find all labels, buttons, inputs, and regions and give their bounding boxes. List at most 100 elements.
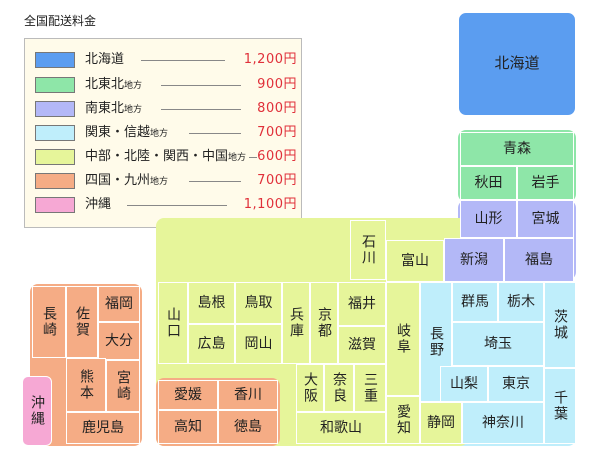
pref-kochi[interactable]: 高知 [158, 410, 218, 444]
pref-fukushima[interactable]: 福島 [504, 238, 574, 282]
pref-label: 京都 [316, 307, 333, 339]
legend-price: 700円 [257, 125, 297, 140]
pref-ishikawa[interactable]: 石川 [350, 220, 386, 280]
legend-row-shikoku: 四国・九州地方 700円 [35, 172, 297, 190]
legend-price: 800円 [257, 101, 297, 116]
legend-region-name: 四国・九州地方 [85, 173, 169, 188]
legend-leader-line [161, 85, 241, 86]
pref-hokkaido[interactable]: 北海道 [458, 12, 576, 116]
pref-label: 大阪 [302, 372, 319, 404]
pref-label: 北海道 [494, 54, 540, 73]
legend-swatch [35, 125, 75, 141]
pref-okayama[interactable]: 岡山 [235, 324, 282, 364]
pref-label: 岩手 [531, 174, 560, 191]
pref-label: 鹿児島 [82, 419, 124, 436]
pref-label: 山口 [165, 307, 182, 339]
pref-shizuoka[interactable]: 静岡 [420, 402, 462, 444]
pref-kagoshima[interactable]: 鹿児島 [66, 412, 140, 444]
pref-label: 福岡 [105, 295, 133, 312]
legend-swatch [35, 149, 75, 165]
legend-leader-line [141, 60, 225, 61]
pref-label: 石川 [360, 234, 377, 266]
legend-row-okinawa: 沖縄 1,100円 [35, 196, 297, 214]
pref-kagawa[interactable]: 香川 [218, 380, 278, 410]
legend-price: 1,200円 [243, 52, 297, 67]
pref-osaka[interactable]: 大阪 [296, 364, 324, 412]
pref-label: 新潟 [460, 251, 488, 268]
pref-hiroshima[interactable]: 広島 [188, 324, 235, 364]
pref-label: 埼玉 [484, 335, 512, 352]
pref-gunma[interactable]: 群馬 [452, 282, 498, 322]
pref-wakayama[interactable]: 和歌山 [296, 412, 386, 444]
pref-tokyo[interactable]: 東京 [488, 366, 544, 402]
pref-tokushima[interactable]: 徳島 [218, 410, 278, 444]
pref-kanagawa[interactable]: 神奈川 [462, 402, 544, 444]
legend-region-name: 南東北地方 [85, 101, 143, 116]
pref-toyama[interactable]: 富山 [386, 240, 444, 282]
pref-yamagata[interactable]: 山形 [460, 200, 517, 238]
legend-leader-line [127, 205, 227, 206]
pref-yamanashi[interactable]: 山梨 [440, 366, 488, 402]
pref-miyazaki[interactable]: 宮崎 [106, 360, 140, 412]
pref-tottori[interactable]: 鳥取 [235, 282, 282, 324]
pref-label: 滋賀 [348, 336, 376, 353]
pref-mie[interactable]: 三重 [354, 364, 386, 412]
pref-label: 沖縄 [29, 395, 46, 427]
pref-label: 茨城 [552, 309, 569, 341]
legend-swatch [35, 101, 75, 117]
pref-saitama[interactable]: 埼玉 [452, 322, 544, 366]
pref-label: 富山 [401, 252, 429, 269]
legend-swatch [35, 173, 75, 189]
price-legend: 北海道 1,200円 北東北地方 900円 南東北地方 800円 関東・信越地方… [24, 38, 302, 228]
legend-row-minamitohoku: 南東北地方 800円 [35, 100, 297, 118]
pref-fukuoka[interactable]: 福岡 [98, 286, 140, 322]
pref-niigata[interactable]: 新潟 [444, 238, 504, 282]
pref-label: 佐賀 [74, 306, 91, 338]
pref-kyoto[interactable]: 京都 [310, 282, 338, 364]
pref-miyagi[interactable]: 宮城 [517, 200, 574, 238]
pref-nara[interactable]: 奈良 [324, 364, 354, 412]
pref-nagasaki[interactable]: 長崎 [32, 286, 66, 358]
pref-label: 兵庫 [288, 307, 305, 339]
legend-leader-line [161, 109, 241, 110]
pref-label: 山形 [474, 210, 503, 227]
pref-label: 香川 [234, 386, 262, 403]
pref-saga[interactable]: 佐賀 [66, 286, 98, 358]
pref-shimane[interactable]: 島根 [188, 282, 235, 324]
legend-leader-line [249, 157, 257, 158]
pref-yamaguchi[interactable]: 山口 [158, 282, 188, 364]
pref-hyogo[interactable]: 兵庫 [282, 282, 310, 364]
pref-tochigi[interactable]: 栃木 [498, 282, 544, 322]
pref-akita[interactable]: 秋田 [460, 166, 517, 200]
pref-label: 東京 [502, 375, 530, 392]
pref-okinawa[interactable]: 沖縄 [22, 376, 52, 446]
legend-region-name: 沖縄 [85, 197, 112, 212]
pref-label: 秋田 [474, 174, 503, 191]
legend-price: 900円 [257, 77, 297, 92]
pref-label: 静岡 [427, 414, 455, 431]
legend-price: 700円 [257, 173, 297, 188]
pref-label: 千葉 [552, 390, 569, 422]
pref-aichi[interactable]: 愛知 [386, 396, 420, 444]
pref-label: 山梨 [450, 375, 478, 392]
pref-label: 徳島 [234, 418, 262, 435]
pref-gifu[interactable]: 岐阜 [386, 282, 420, 396]
pref-kumamoto[interactable]: 熊本 [66, 358, 106, 412]
pref-ibaraki[interactable]: 茨城 [544, 282, 576, 368]
pref-label: 愛知 [395, 404, 412, 436]
pref-label: 福井 [348, 295, 376, 312]
legend-row-kitatohoku: 北東北地方 900円 [35, 76, 297, 94]
pref-oita[interactable]: 大分 [98, 322, 140, 360]
pref-label: 岡山 [244, 335, 273, 352]
pref-ehime[interactable]: 愛媛 [158, 380, 218, 410]
pref-label: 長崎 [41, 306, 58, 338]
pref-label: 大分 [105, 332, 133, 349]
pref-label: 三重 [362, 372, 379, 404]
pref-iwate[interactable]: 岩手 [517, 166, 574, 200]
pref-fukui[interactable]: 福井 [338, 282, 386, 326]
pref-chiba[interactable]: 千葉 [544, 368, 576, 444]
pref-label: 鳥取 [244, 294, 273, 311]
legend-swatch [35, 197, 75, 213]
pref-shiga[interactable]: 滋賀 [338, 326, 386, 364]
pref-aomori[interactable]: 青森 [460, 132, 574, 166]
